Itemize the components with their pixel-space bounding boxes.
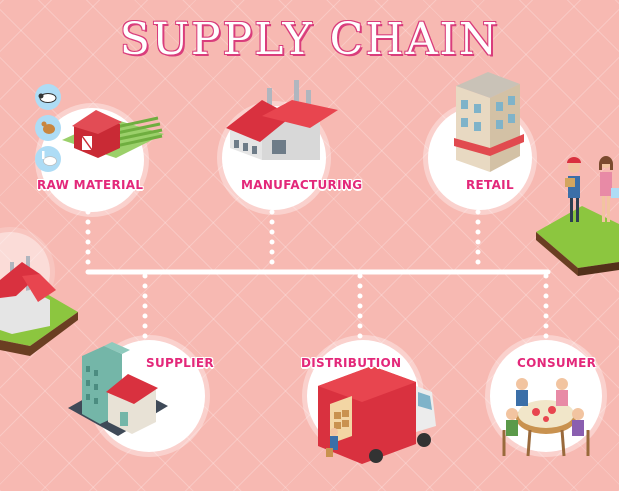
supplier-building-illustration (68, 342, 168, 436)
dining-family-illustration (502, 378, 590, 457)
shoppers-illustration (536, 156, 619, 276)
consumer-label: CONSUMER (517, 356, 597, 370)
animal-icons (35, 84, 61, 172)
delivery-worker-figure (326, 428, 338, 457)
page-title: SUPPLY CHAIN (119, 14, 500, 65)
supplier-label: SUPPLIER (146, 356, 214, 370)
barn-farm-illustration (62, 110, 164, 158)
raw-material-label: RAW MATERIAL (37, 178, 144, 192)
distribution-label: DISTRIBUTION (301, 356, 402, 370)
retail-building-illustration (454, 72, 524, 172)
manufacturing-label: MANUFACTURING (241, 178, 363, 192)
side-factory-illustration (0, 256, 78, 356)
customer-figure (600, 172, 612, 196)
delivery-truck-illustration (318, 366, 436, 464)
retail-label: RETAIL (466, 178, 514, 192)
factory-illustration (226, 80, 338, 160)
